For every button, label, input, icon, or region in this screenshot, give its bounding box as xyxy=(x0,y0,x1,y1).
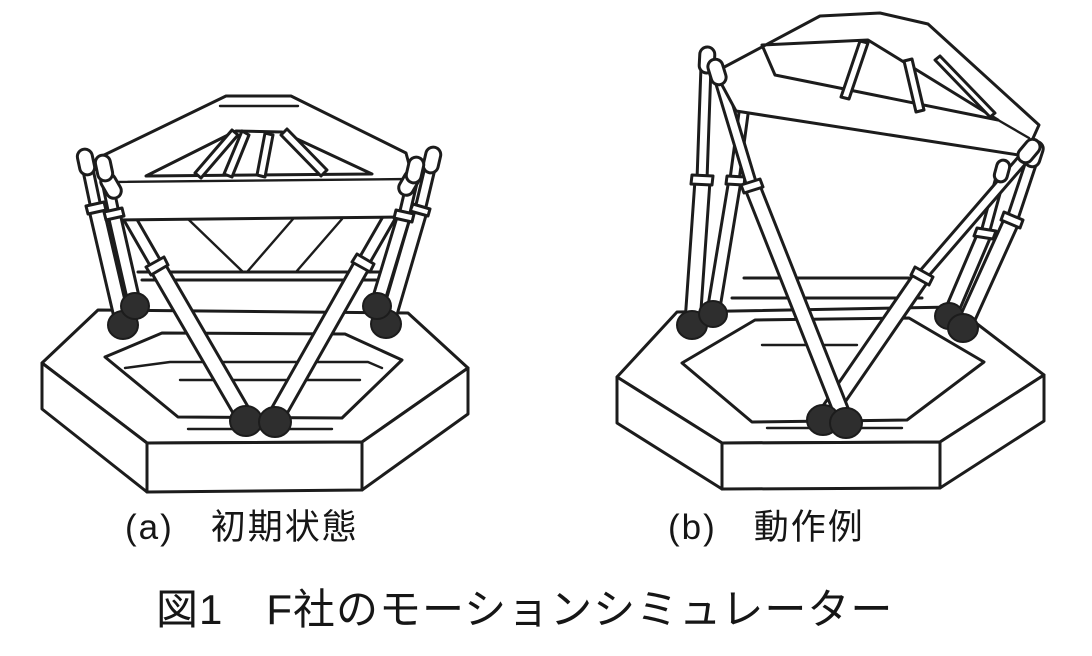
platform-rear-truss-lines xyxy=(136,217,404,282)
motion-simulator-drawing-motion-example xyxy=(615,11,1046,491)
hexagonal-base xyxy=(40,308,470,494)
cylinder-collar xyxy=(84,200,108,216)
actuator-leg-right-outer xyxy=(955,156,1039,331)
cylinder-barrel xyxy=(148,260,256,427)
cylinder-collar xyxy=(972,226,998,241)
panel-label-a: (a) 初期状態 xyxy=(125,508,359,547)
top-platform-frame xyxy=(96,94,415,222)
cylinder-barrel xyxy=(264,257,372,428)
cylinder-collar xyxy=(909,265,935,287)
base-side-right xyxy=(938,373,1046,490)
upper-universal-joints xyxy=(75,145,443,200)
cylinder-collar xyxy=(102,206,126,222)
platform-rear-truss-lines xyxy=(730,276,924,300)
base-side-front xyxy=(720,440,942,491)
cylinder-collar xyxy=(392,208,416,224)
top-platform-frame xyxy=(713,11,1041,158)
platform-ring xyxy=(713,11,1041,158)
platform-brace xyxy=(255,131,275,179)
figure-caption: 図1 F社のモーションシミュレーター xyxy=(156,586,894,633)
platform-brace xyxy=(222,129,251,179)
actuator-leg-left-outer xyxy=(683,64,715,326)
platform-ring xyxy=(96,94,415,222)
base-side-front xyxy=(145,440,364,494)
front-beam-top-edge xyxy=(106,177,413,184)
base-side-right xyxy=(360,366,470,492)
front-beam-top-edge xyxy=(996,118,1031,140)
upper-universal-joints xyxy=(697,45,1045,184)
cylinder-barrel xyxy=(705,177,743,316)
cylinder-collar xyxy=(689,173,715,187)
platform-brace xyxy=(193,128,240,180)
cylinder-collar xyxy=(144,255,170,277)
base-hole-depth-line xyxy=(123,360,384,370)
hexagonal-base xyxy=(615,305,1046,491)
piston-rod xyxy=(695,64,713,182)
platform-brace xyxy=(279,127,329,178)
cylinder-barrel xyxy=(743,181,854,426)
cylinder-collar xyxy=(350,252,376,274)
cylinder-collar xyxy=(999,210,1025,230)
motion-simulator-drawing-initial-state xyxy=(40,94,470,494)
panel-label-b: (b) 動作例 xyxy=(668,508,865,547)
cylinder-collar xyxy=(739,177,765,195)
platform-brace xyxy=(839,39,870,101)
platform-brace xyxy=(902,57,926,114)
platform-brace xyxy=(933,54,997,119)
base-ball-joints xyxy=(676,300,979,439)
base-ball-joints xyxy=(107,292,402,438)
actuator-leg-front-left xyxy=(713,77,854,426)
